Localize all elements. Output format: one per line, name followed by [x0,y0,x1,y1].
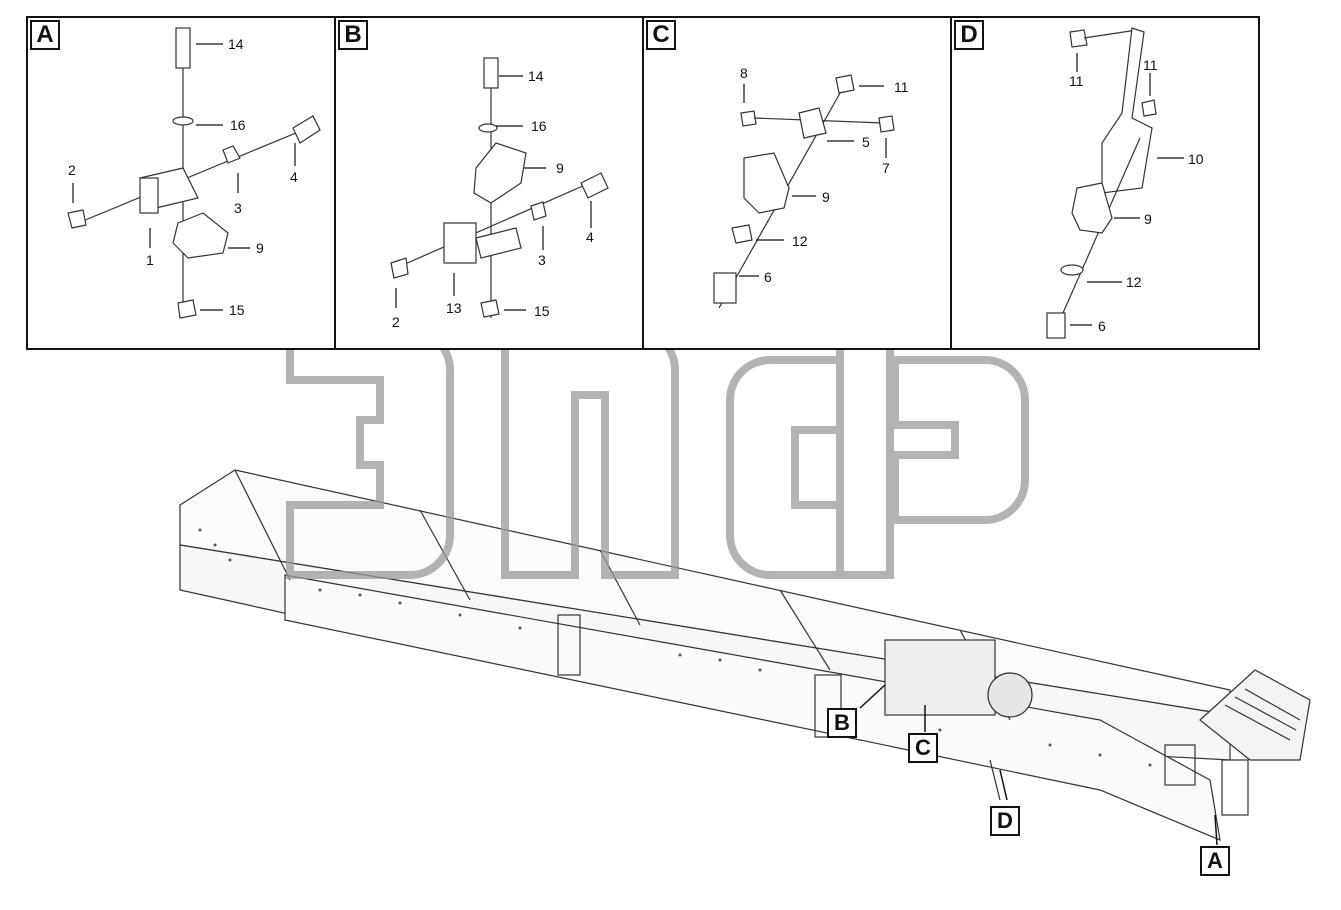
callout-4: 4 [586,229,594,245]
callout-16: 16 [531,118,547,134]
panel-tag: B [338,20,368,50]
callout-6: 6 [1098,318,1106,334]
callout-2: 2 [392,314,400,330]
callout-4: 4 [290,169,298,185]
detail-panel-c: C 8 11 5 7 9 12 6 [642,16,952,350]
callout-15: 15 [534,303,550,319]
callout-3: 3 [538,252,546,268]
callout-14: 14 [528,68,544,84]
callout-12: 12 [792,233,808,249]
detail-panel-b: B 14 16 9 4 3 2 13 15 [334,16,644,350]
callout-11: 11 [894,79,909,95]
assembly-d-illustration [1046,27,1184,339]
callout-9: 9 [556,160,564,176]
panel-tag: C [646,20,676,50]
location-label-b: B [827,708,857,738]
location-label-c: C [908,733,938,763]
callout-9: 9 [256,240,264,256]
callout-11: 11 [1069,73,1084,89]
callout-15: 15 [229,302,245,318]
callout-9: 9 [822,189,830,205]
panel-tag: D [954,20,984,50]
callout-11: 11 [1143,57,1158,73]
callout-13: 13 [446,300,462,316]
callout-10: 10 [1188,151,1204,167]
callout-6: 6 [764,269,772,285]
callout-8: 8 [740,65,748,81]
callout-2: 2 [68,162,76,178]
callout-16: 16 [230,117,246,133]
assembly-c-illustration [713,74,895,309]
detail-panel-a: A 14 16 2 3 4 1 9 15 [26,16,336,350]
callout-7: 7 [882,160,890,176]
callout-12: 12 [1126,274,1142,290]
callout-5: 5 [862,134,870,150]
assembly-b-illustration [390,57,609,318]
detail-panel-d: D 11 11 10 9 12 6 [950,16,1260,350]
assembly-a-illustration [67,27,321,319]
location-label-d: D [990,806,1020,836]
callout-1: 1 [146,252,154,268]
callout-3: 3 [234,200,242,216]
location-label-a: A [1200,846,1230,876]
callout-14: 14 [228,36,244,52]
panel-tag: A [30,20,60,50]
callout-9: 9 [1144,211,1152,227]
